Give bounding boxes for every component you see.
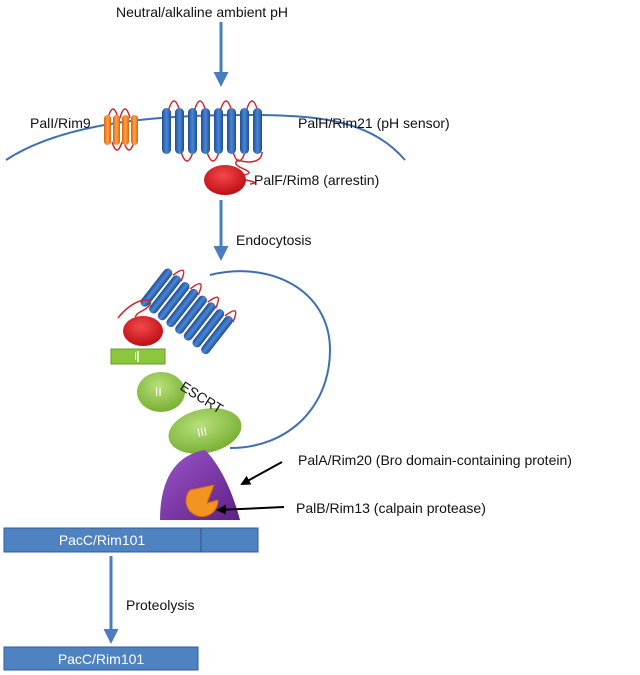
escrt-i-label: I <box>134 351 138 363</box>
palb-pointer-arrow <box>216 504 285 515</box>
palf-rim8-arrestin <box>204 165 246 195</box>
pala-label: PalA/Rim20 (Bro domain-containing protei… <box>298 452 572 468</box>
internalized-palh-protein <box>140 268 237 355</box>
pacc-full-length-box <box>3 527 259 553</box>
escrt-iii-complex <box>168 408 242 454</box>
pacc-processed-label: PacC/Rim101 <box>57 651 145 667</box>
pali-label: PalI/Rim9 <box>30 115 91 131</box>
pacc-full-label: PacC/Rim101 <box>58 532 146 548</box>
pali-rim9-protein <box>104 108 138 151</box>
escrt-ii-complex <box>137 372 185 412</box>
ambient-ph-label: Neutral/alkaline ambient pH <box>116 4 288 20</box>
palb-label: PalB/Rim13 (calpain protease) <box>296 500 486 516</box>
palf-label: PalF/Rim8 (arrestin) <box>254 172 380 188</box>
pacc-processed-box <box>3 646 199 671</box>
palb-rim13-protease <box>185 484 219 518</box>
pala-rim20-protein <box>160 450 240 520</box>
proteolysis-label: Proteolysis <box>126 597 195 613</box>
escrt-ii-label: II <box>155 385 162 399</box>
palh-label: PalH/Rim21 (pH sensor) <box>298 115 450 131</box>
pala-pointer-arrow <box>240 461 283 485</box>
endosome-membrane <box>209 270 332 449</box>
internalized-arrestin <box>123 316 163 346</box>
endocytosis-label: Endocytosis <box>236 232 312 248</box>
